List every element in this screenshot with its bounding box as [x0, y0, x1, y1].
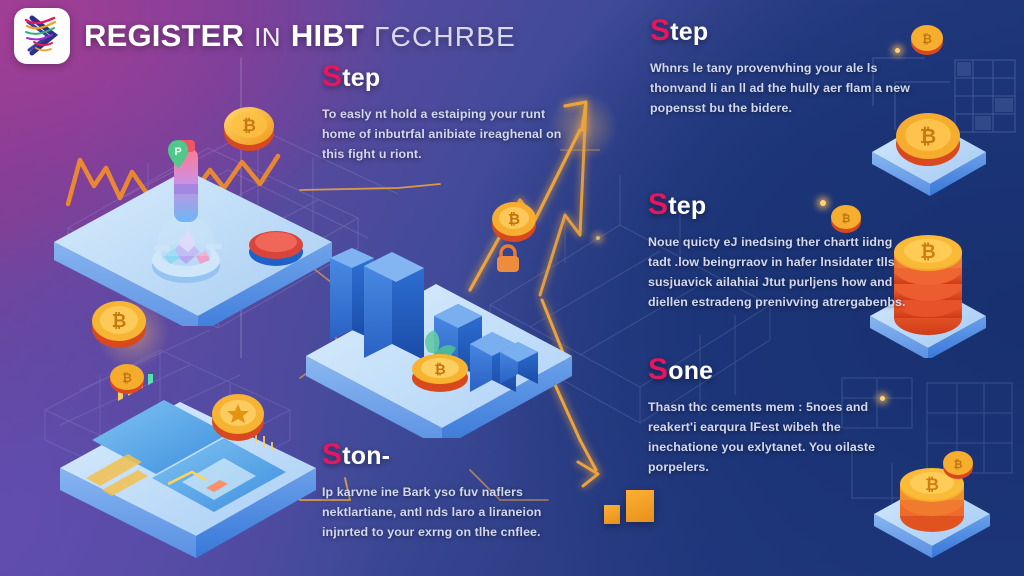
- title-main: REGISTER: [84, 18, 245, 53]
- step-body: Noue quicty eJ inedsing ther chartt iidn…: [648, 235, 906, 310]
- svg-text:P: P: [174, 146, 181, 158]
- small-floating-coin-bottom-right: ₿: [938, 444, 978, 484]
- iso-bar-5: [500, 342, 538, 384]
- step-heading-cap: S: [648, 353, 669, 386]
- spark-5: [880, 396, 885, 401]
- step-heading: Ston-: [322, 440, 572, 470]
- step-block-left-1: Step To easly nt hold a estaiping your r…: [322, 62, 562, 164]
- hibt-logo[interactable]: [14, 8, 70, 64]
- bar-chart-platform-illustration: ₿: [300, 228, 580, 448]
- spark-4: [596, 236, 600, 240]
- svg-text:₿: ₿: [508, 211, 520, 228]
- spark-2: [820, 200, 826, 206]
- svg-text:₿: ₿: [954, 459, 963, 471]
- small-floating-coin-top-right: ₿: [906, 18, 948, 60]
- svg-text:₿: ₿: [122, 371, 132, 385]
- step-block-left-2: Ston- Ip karvne ine Bark yso fuv naflers…: [322, 440, 572, 542]
- title-suffix: ΓЄCHRBE: [374, 21, 516, 52]
- svg-text:₿: ₿: [242, 116, 256, 135]
- iso-screen-front: [152, 438, 286, 512]
- orange-square-large: [626, 490, 654, 522]
- lab-platform-illustration: P: [46, 126, 346, 334]
- coin-stack-tile-illustration: ₿: [862, 212, 994, 360]
- step-heading: Step: [648, 190, 918, 220]
- step-heading: Step: [322, 62, 562, 92]
- step-body: Thasn thc cements mem : 5noes and reaker…: [648, 400, 876, 475]
- step-heading-rest: one: [668, 357, 714, 385]
- step-heading-cap: S: [322, 438, 343, 471]
- svg-text:₿: ₿: [112, 311, 127, 331]
- step-heading: Sone: [648, 355, 908, 385]
- step-body: To easly nt hold a estaiping your runt h…: [322, 107, 562, 162]
- floating-coin-top-left: ₿: [218, 96, 280, 158]
- orange-square-small: [604, 505, 620, 524]
- small-coin-dashboard: ₿: [106, 356, 148, 398]
- svg-text:₿: ₿: [922, 32, 932, 46]
- iso-bar-2: [364, 252, 424, 360]
- svg-text:₿: ₿: [920, 242, 935, 263]
- step-heading-rest: ton-: [342, 442, 391, 470]
- floating-coin-mid-left: ₿: [86, 288, 152, 354]
- step-heading-rest: tep: [342, 64, 381, 92]
- step-block-right-2: Step Noue quicty eJ inedsing ther chartt…: [648, 190, 918, 312]
- svg-text:₿: ₿: [842, 213, 851, 225]
- spark-3: [895, 48, 900, 53]
- svg-text:₿: ₿: [920, 126, 936, 148]
- header: REGISTER IN HIBT ΓЄCHRBE: [14, 8, 516, 64]
- step-heading-rest: tep: [670, 18, 709, 46]
- coin-stack-small-tile-illustration: ₿: [866, 428, 998, 558]
- title-brand: HIBT: [290, 18, 365, 53]
- page-title: REGISTER IN HIBT ΓЄCHRBE: [84, 18, 516, 54]
- step-heading: Step: [650, 16, 910, 46]
- padlock-icon: [490, 240, 526, 276]
- step-heading-rest: tep: [668, 192, 707, 220]
- svg-text:₿: ₿: [434, 361, 445, 377]
- svg-text:₿: ₿: [925, 475, 939, 494]
- step-heading-cap: S: [650, 14, 671, 47]
- step-heading-cap: S: [648, 188, 669, 221]
- star-coin: [206, 382, 270, 446]
- small-floating-coin-mid-right: ₿: [826, 198, 866, 238]
- step-body: Whnrs le tany provenvhing your ale ls th…: [650, 61, 910, 116]
- step-block-right-3: Sone Thasn thc cements mem : 5noes and r…: [648, 355, 908, 477]
- step-heading-cap: S: [322, 60, 343, 93]
- step-block-right-1: Step Whnrs le tany provenvhing your ale …: [650, 16, 910, 118]
- single-coin-tile-illustration: ₿: [866, 96, 992, 196]
- step-body: Ip karvne ine Bark yso fuv naflers nektl…: [322, 485, 542, 540]
- title-connector: IN: [254, 22, 281, 52]
